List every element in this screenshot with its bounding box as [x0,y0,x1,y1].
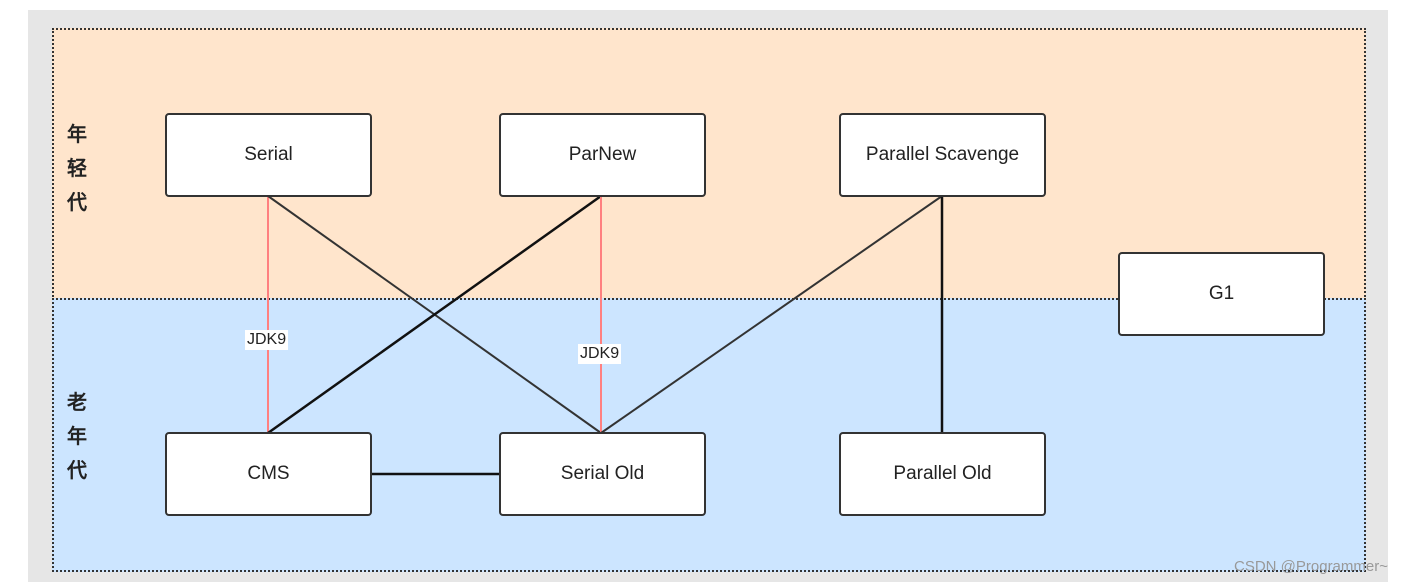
node-cms: CMS [165,432,372,516]
edge-label-parnew-serial-old: JDK9 [578,344,622,364]
node-parallel-scavenge: Parallel Scavenge [839,113,1046,197]
node-parallel-old: Parallel Old [839,432,1046,516]
watermark: CSDN @Programmer~ [1233,558,1388,575]
young-generation-label: 年 轻 代 [67,122,87,214]
old-generation-label: 老 年 代 [67,390,87,482]
node-parnew: ParNew [499,113,706,197]
edge-label-serial-cms: JDK9 [245,330,289,350]
node-g1: G1 [1118,252,1325,336]
edge-parallel-scavenge-serial-old [600,195,943,434]
node-serial-old: Serial Old [499,432,706,516]
edge-parnew-cms [267,194,602,435]
node-serial: Serial [165,113,372,197]
